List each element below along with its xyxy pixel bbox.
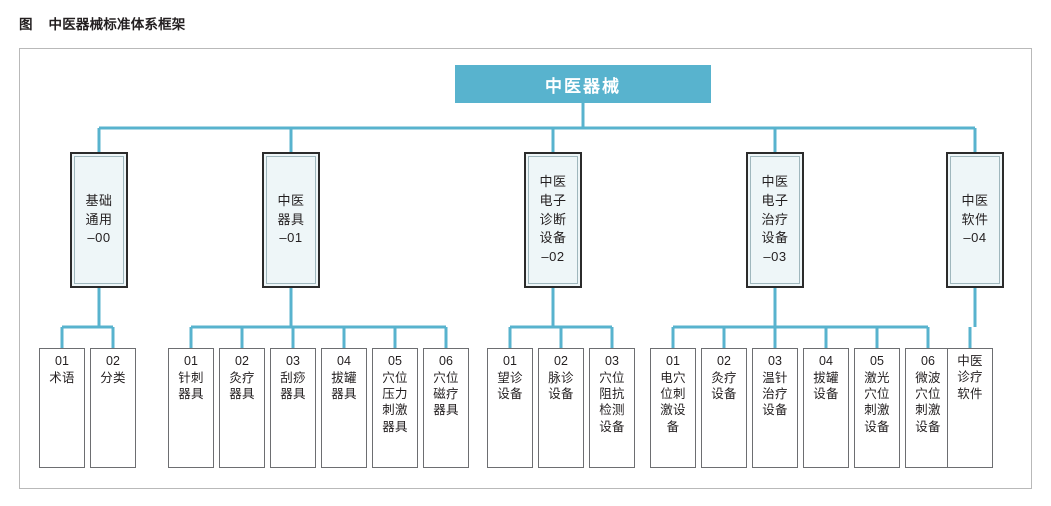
leaf-node-label: 拔罐 设备 (813, 370, 839, 402)
leaf-node-number: 01 (666, 354, 680, 368)
leaf-node-label: 温针 治疗 设备 (762, 370, 788, 418)
root-node-label: 中医器械 (545, 76, 621, 96)
leaf-node-label: 脉诊 设备 (548, 370, 574, 402)
leaf-node[interactable]: 01 针刺 器具 (168, 348, 214, 468)
category-node-label: 基础 通用 –00 (85, 192, 113, 246)
category-node-label: 中医 电子 治疗 设备 –03 (761, 173, 789, 265)
category-node-inner: 中医 电子 诊断 设备 –02 (528, 156, 578, 284)
category-node-inner: 中医 器具 –01 (266, 156, 316, 284)
leaf-node-number: 01 (55, 354, 69, 368)
leaf-node-label: 电穴 位刺 激设 备 (660, 370, 686, 434)
figure-caption: 图 中医器械标准体系框架 (19, 17, 186, 32)
leaf-node-number: 02 (235, 354, 249, 368)
root-node[interactable]: 中医器械 (455, 65, 711, 103)
leaf-node[interactable]: 01 术语 (39, 348, 85, 468)
leaf-node-number: 03 (605, 354, 619, 368)
leaf-node[interactable]: 03 温针 治疗 设备 (752, 348, 798, 468)
leaf-node-number: 04 (819, 354, 833, 368)
category-node-tcm-electronic-therapy[interactable]: 中医 电子 治疗 设备 –03 (746, 152, 804, 288)
leaf-node[interactable]: 06 微波 穴位 刺激 设备 (905, 348, 951, 468)
leaf-node-number: 01 (184, 354, 198, 368)
leaf-node-number: 02 (554, 354, 568, 368)
category-node-tcm-software[interactable]: 中医 软件 –04 (946, 152, 1004, 288)
leaf-node-number: 01 (503, 354, 517, 368)
leaf-node-label: 穴位 压力 刺激 器具 (382, 370, 408, 434)
leaf-node-label: 激光 穴位 刺激 设备 (864, 370, 890, 434)
leaf-node-number: 05 (388, 354, 402, 368)
leaf-node[interactable]: 05 穴位 压力 刺激 器具 (372, 348, 418, 468)
leaf-node[interactable]: 02 灸疗 器具 (219, 348, 265, 468)
leaf-node-label: 针刺 器具 (178, 370, 204, 402)
leaf-node-number: 02 (106, 354, 120, 368)
leaf-node-number: 06 (921, 354, 935, 368)
leaf-node-number: 03 (286, 354, 300, 368)
category-node-label: 中医 电子 诊断 设备 –02 (539, 173, 567, 265)
category-node-basic-general[interactable]: 基础 通用 –00 (70, 152, 128, 288)
leaf-node-label: 中医 诊疗 软件 (957, 354, 983, 401)
leaf-node[interactable]: 02 分类 (90, 348, 136, 468)
leaf-node-label: 分类 (100, 370, 126, 385)
leaf-node[interactable]: 05 激光 穴位 刺激 设备 (854, 348, 900, 468)
category-node-inner: 基础 通用 –00 (74, 156, 124, 284)
leaf-node-label: 穴位 磁疗 器具 (433, 370, 459, 418)
leaf-node-label: 微波 穴位 刺激 设备 (915, 370, 941, 434)
leaf-node-number: 03 (768, 354, 782, 368)
category-node-label: 中医 软件 –04 (961, 192, 989, 246)
category-node-tcm-electronic-diagnostic[interactable]: 中医 电子 诊断 设备 –02 (524, 152, 582, 288)
leaf-node[interactable]: 02 脉诊 设备 (538, 348, 584, 468)
leaf-node[interactable]: 04 拔罐 设备 (803, 348, 849, 468)
leaf-node-label: 拔罐 器具 (331, 370, 357, 402)
leaf-node-label: 灸疗 器具 (229, 370, 255, 402)
leaf-node-number: 06 (439, 354, 453, 368)
leaf-node-label: 灸疗 设备 (711, 370, 737, 402)
leaf-node[interactable]: 06 穴位 磁疗 器具 (423, 348, 469, 468)
leaf-node[interactable]: 01 望诊 设备 (487, 348, 533, 468)
leaf-node-number: 05 (870, 354, 884, 368)
leaf-node-number: 02 (717, 354, 731, 368)
leaf-node-label: 术语 (49, 370, 75, 385)
leaf-node[interactable]: 中医 诊疗 软件 (947, 348, 993, 468)
leaf-node-label: 刮痧 器具 (280, 370, 306, 402)
leaf-node[interactable]: 02 灸疗 设备 (701, 348, 747, 468)
category-node-inner: 中医 软件 –04 (950, 156, 1000, 284)
leaf-node[interactable]: 03 刮痧 器具 (270, 348, 316, 468)
category-node-inner: 中医 电子 治疗 设备 –03 (750, 156, 800, 284)
leaf-node[interactable]: 04 拔罐 器具 (321, 348, 367, 468)
category-node-label: 中医 器具 –01 (277, 192, 305, 246)
leaf-node[interactable]: 01 电穴 位刺 激设 备 (650, 348, 696, 468)
leaf-node[interactable]: 03 穴位 阻抗 检测 设备 (589, 348, 635, 468)
category-node-tcm-instruments[interactable]: 中医 器具 –01 (262, 152, 320, 288)
leaf-node-label: 穴位 阻抗 检测 设备 (599, 370, 625, 434)
leaf-node-label: 望诊 设备 (497, 370, 523, 402)
leaf-node-number: 04 (337, 354, 351, 368)
